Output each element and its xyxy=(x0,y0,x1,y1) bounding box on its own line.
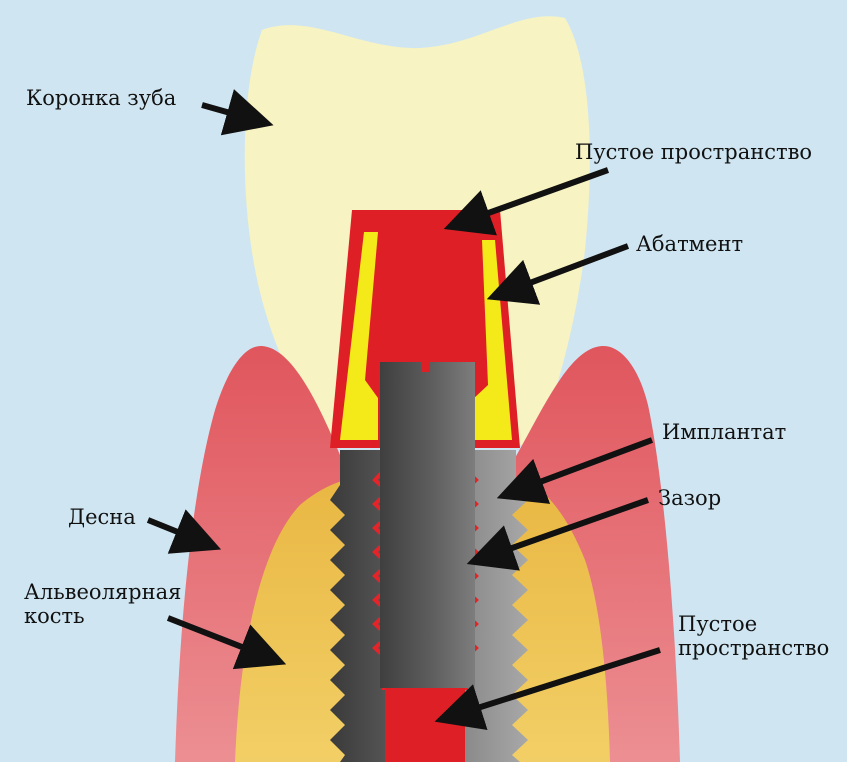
label-bone-line2: кость xyxy=(24,604,181,628)
label-bone: Альвеолярная кость xyxy=(24,580,181,628)
label-implant: Имплантат xyxy=(662,420,786,444)
implant-core xyxy=(380,362,475,688)
label-crown: Коронка зуба xyxy=(26,86,176,110)
label-gum: Десна xyxy=(68,505,136,529)
label-void-bottom-line2: пространство xyxy=(678,636,829,660)
label-gap: Зазор xyxy=(658,486,721,510)
label-void-bottom-line1: Пустое xyxy=(678,612,829,636)
label-abutment: Абатмент xyxy=(636,232,743,256)
label-void-top: Пустое пространство xyxy=(575,140,812,164)
bottom-void xyxy=(385,688,465,762)
label-bone-line1: Альвеолярная xyxy=(24,580,181,604)
label-void-bottom: Пустое пространство xyxy=(678,612,829,660)
